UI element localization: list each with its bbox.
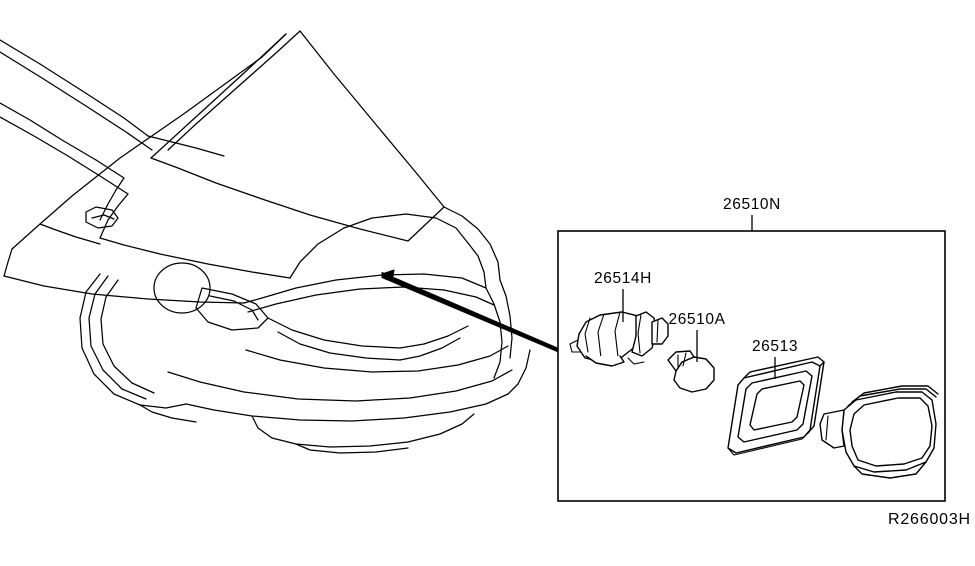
c-pillar-rear-line	[99, 193, 129, 239]
socket-terminal-line	[656, 319, 659, 343]
rocker-line	[139, 404, 197, 423]
lamp-housing-inner-lens	[849, 397, 933, 467]
c-pillar-line	[3, 248, 13, 277]
bulb-base	[667, 350, 695, 372]
side-window-lower-line-2	[0, 102, 125, 179]
quarter-crease-line	[99, 237, 291, 279]
callout-26513-label: 26513	[752, 338, 798, 355]
lamp-housing-top-rim-2	[851, 385, 939, 403]
wheel-arch-lower-edge	[139, 403, 187, 409]
part-26514H-socket	[569, 311, 669, 367]
socket-rib-2	[597, 313, 605, 359]
socket-collar	[631, 311, 657, 357]
wheel-arch-inner	[100, 279, 155, 394]
body-right-rear-edge	[499, 279, 513, 359]
bumper-lower-edge	[185, 393, 509, 422]
trunk-lid-corner	[467, 242, 487, 289]
body-shoulder-line	[3, 275, 245, 304]
callout-26513: 26513	[752, 338, 798, 379]
backlight-left-edge	[150, 33, 287, 159]
trunk-lid-front-edge	[289, 213, 469, 279]
socket-rib-3	[614, 311, 621, 358]
side-marker-inner	[91, 214, 115, 220]
callout-26510A: 26510A	[668, 311, 725, 362]
gasket-inner-ring	[737, 370, 813, 443]
socket-locking-tab	[585, 355, 625, 367]
gasket-outer-corner	[819, 361, 825, 367]
callout-26514H-label: 26514H	[594, 270, 652, 287]
backlight-right-edge	[299, 30, 445, 208]
license-plate-recess-lower	[277, 331, 401, 361]
fuel-filler-door	[153, 262, 211, 314]
backlight-lower-edge	[150, 157, 445, 242]
rear-valance-line	[251, 413, 475, 448]
vehicle-body-illustration	[0, 30, 531, 454]
bulb-base-line-2	[682, 352, 687, 367]
side-window-lower-line	[0, 116, 129, 195]
license-plate-recess-right	[399, 325, 469, 349]
gasket-thickness-line	[727, 432, 809, 456]
diagram-reference-code: R266003H	[888, 511, 971, 528]
c-pillar-rear-line-2	[99, 177, 125, 221]
roof-rail-connector	[147, 135, 225, 157]
bumper-upper-crease	[245, 345, 509, 373]
body-right-rear-edge-2	[485, 287, 503, 379]
roof-rail-line	[0, 39, 149, 137]
callout-26510A-label: 26510A	[668, 311, 725, 328]
license-plate-recess-right-2	[399, 337, 461, 361]
tail-lamp-outline	[195, 287, 269, 331]
tail-lamp-inner-line	[209, 295, 259, 321]
callout-26510N-label: 26510N	[723, 196, 781, 213]
socket-terminal	[651, 317, 669, 345]
callout-26510N: 26510N	[723, 196, 781, 231]
roof-edge-line-inner	[167, 30, 301, 151]
wheel-arch-mid	[88, 275, 147, 400]
gasket-outer-edge-top	[743, 356, 825, 434]
part-26510A-bulb	[667, 350, 715, 393]
callout-26514H: 26514H	[594, 270, 652, 322]
part-26513-gasket	[727, 356, 825, 456]
deck-lid-seam-2	[247, 286, 495, 313]
socket-rib-1	[584, 317, 591, 353]
license-plate-recess-upper	[267, 317, 401, 349]
lamp-housing-tab-line	[825, 415, 829, 441]
part-lamp-housing	[819, 385, 939, 479]
lamp-housing-body	[841, 391, 937, 473]
lamp-housing-bottom-lip	[853, 461, 927, 479]
bumper-right-edge	[507, 349, 531, 395]
wheel-arch-outer	[79, 273, 141, 406]
socket-collar-line	[637, 314, 642, 354]
roof-rail-line-2	[0, 51, 153, 151]
trunk-lid-right-edge	[443, 206, 501, 281]
quarter-upper-line	[39, 223, 101, 245]
socket-notch-left	[569, 339, 581, 353]
pointer-arrowhead	[381, 269, 395, 282]
bumper-crease-line	[167, 369, 513, 402]
deck-lid-seam	[243, 273, 487, 304]
side-marker-detail	[85, 206, 119, 229]
rear-valance-lower	[295, 443, 409, 454]
socket-notch-right	[627, 357, 645, 365]
gasket-aperture	[749, 380, 805, 431]
